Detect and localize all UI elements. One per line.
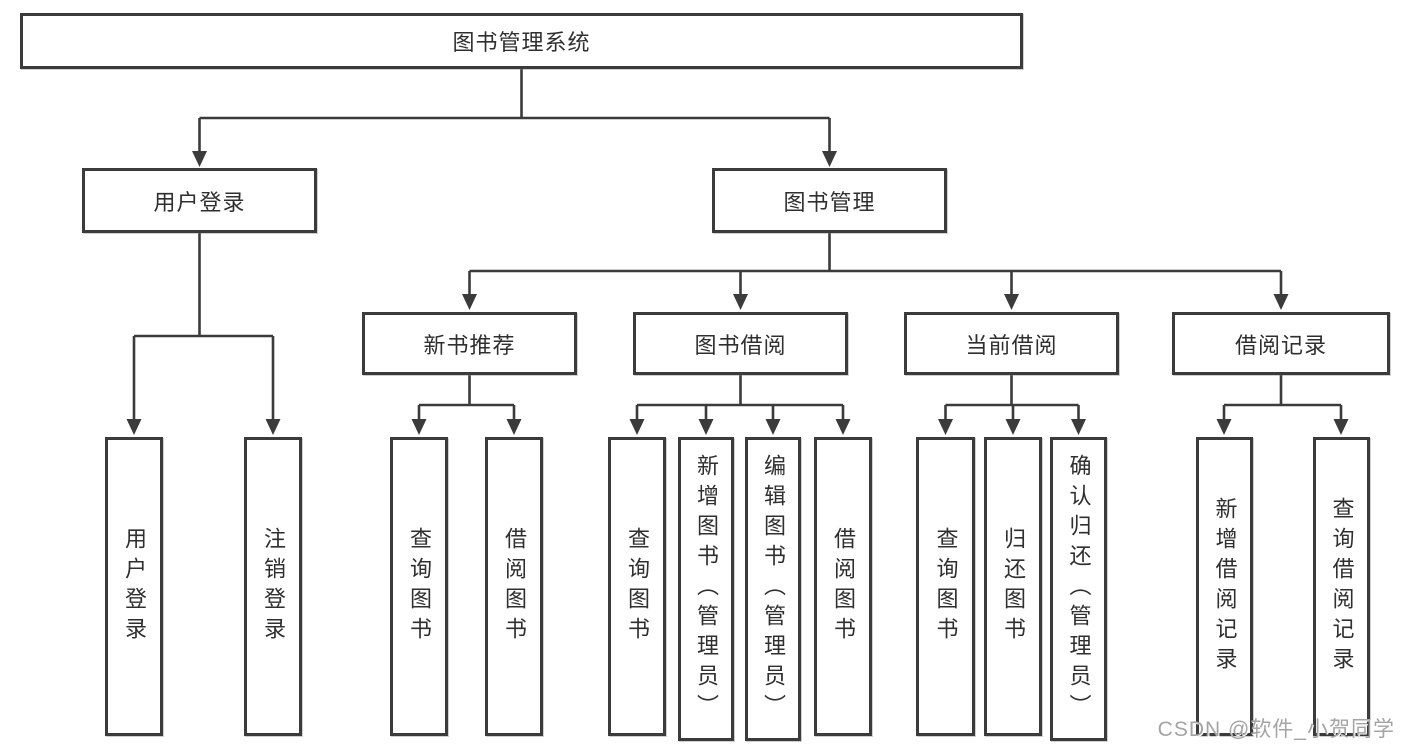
leaf-logout-label: 注销登录 xyxy=(261,526,286,647)
leaf-records-query-record-label: 查询借阅记录 xyxy=(1329,496,1355,677)
node-current-borrowing: 当前借阅 xyxy=(904,312,1119,375)
leaf-borrowing-query-books-label: 查询图书 xyxy=(625,526,650,647)
leaf-user-login-label: 用户登录 xyxy=(122,526,147,647)
leaf-current-return-books: 归还图书 xyxy=(984,437,1042,736)
node-borrowing-records: 借阅记录 xyxy=(1172,312,1390,375)
csdn-watermark: CSDN @软件_小贺同学 xyxy=(1157,718,1395,741)
leaf-current-confirm-return-admin-label: 确认归还（管理员） xyxy=(1066,454,1092,724)
leaf-records-add-record: 新增借阅记录 xyxy=(1196,437,1253,736)
leaf-current-query-books-label: 查询图书 xyxy=(933,526,959,647)
leaf-newbooks-borrow-books-label: 借阅图书 xyxy=(502,526,527,647)
node-root-library-system: 图书管理系统 xyxy=(20,13,1023,69)
leaf-current-confirm-return-admin: 确认归还（管理员） xyxy=(1050,437,1107,741)
node-book-management: 图书管理 xyxy=(712,168,947,233)
leaf-logout: 注销登录 xyxy=(244,437,302,736)
leaf-newbooks-query-books-label: 查询图书 xyxy=(407,526,432,647)
leaf-records-add-record-label: 新增借阅记录 xyxy=(1212,496,1238,677)
leaf-current-query-books: 查询图书 xyxy=(916,437,975,736)
leaf-user-login: 用户登录 xyxy=(105,437,163,736)
node-user-login: 用户登录 xyxy=(82,168,317,233)
leaf-records-query-record: 查询借阅记录 xyxy=(1313,437,1370,736)
node-book-borrowing: 图书借阅 xyxy=(633,312,848,375)
leaf-borrowing-borrow-books-label: 借阅图书 xyxy=(831,526,856,647)
leaf-borrowing-add-books-admin-label: 新增图书（管理员） xyxy=(694,454,719,724)
leaf-current-return-books-label: 归还图书 xyxy=(1001,526,1026,647)
tree-edges xyxy=(132,69,1343,421)
node-new-book-recommend: 新书推荐 xyxy=(362,312,577,375)
leaf-borrowing-borrow-books: 借阅图书 xyxy=(814,437,872,736)
leaf-borrowing-query-books: 查询图书 xyxy=(608,437,666,736)
leaf-newbooks-borrow-books: 借阅图书 xyxy=(485,437,543,736)
leaf-borrowing-edit-books-admin-label: 编辑图书（管理员） xyxy=(761,454,786,724)
leaf-borrowing-edit-books-admin: 编辑图书（管理员） xyxy=(745,437,801,741)
leaf-borrowing-add-books-admin: 新增图书（管理员） xyxy=(678,437,734,741)
arrow-heads xyxy=(126,151,1349,435)
leaf-newbooks-query-books: 查询图书 xyxy=(390,437,448,736)
